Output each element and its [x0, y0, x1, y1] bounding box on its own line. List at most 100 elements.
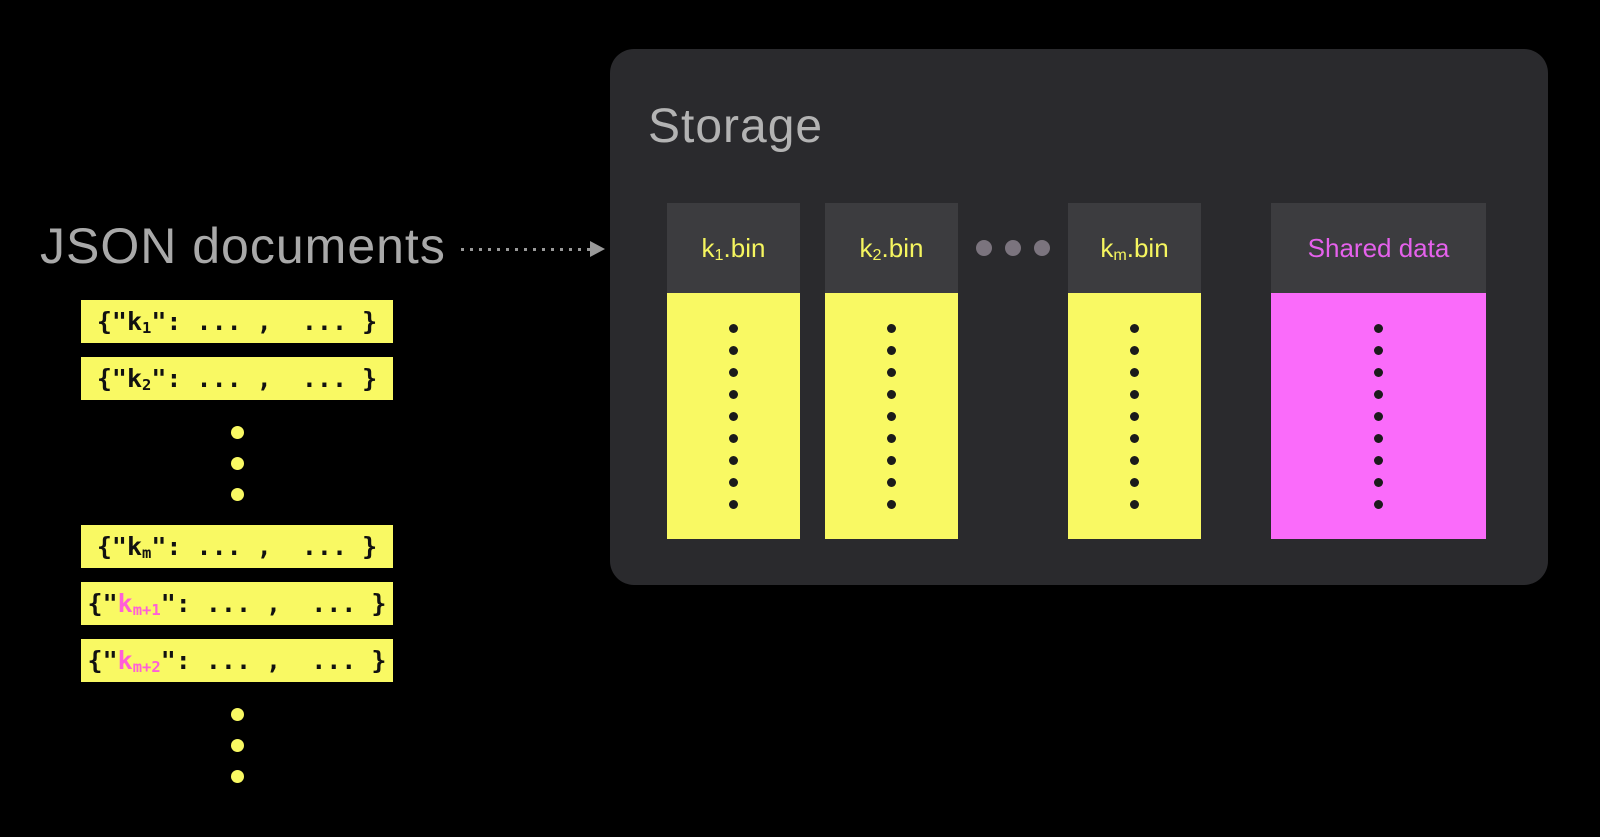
json-document-bar-km: {"km": ... , ... }: [81, 525, 393, 568]
bin-dot: [887, 499, 896, 509]
bin-dot: [729, 433, 738, 443]
bin-header: km.bin: [1068, 203, 1201, 293]
json-document-bar-k1: {"k1": ... , ... }: [81, 300, 393, 343]
doc-close: ": ... , ... }: [160, 589, 387, 618]
doc-key: km+2: [117, 646, 161, 676]
bin-dot: [887, 389, 896, 399]
doc-key: km: [126, 532, 152, 562]
json-documents-title: JSON documents: [40, 218, 446, 274]
bin-label: Shared data: [1307, 232, 1450, 263]
doc-code: {"km+1": ... , ... }: [88, 589, 387, 618]
bin-dot: [729, 345, 738, 355]
doc-open-brace: {": [96, 307, 127, 336]
ellipsis-dot: [230, 457, 244, 470]
bin-label-subscript: 1: [714, 245, 724, 264]
bin-dot: [1130, 323, 1139, 333]
bin-dot: [1130, 455, 1139, 465]
bin-dot: [729, 367, 738, 377]
bin-dot: [1130, 345, 1139, 355]
doc-key-subscript: m+1: [132, 600, 161, 619]
bin-header: k1.bin: [667, 203, 800, 293]
bin-dot: [1130, 433, 1139, 443]
doc-code: {"km": ... , ... }: [97, 532, 377, 561]
bin-body: [1271, 293, 1486, 539]
doc-code: {"k1": ... , ... }: [97, 307, 377, 336]
storage-bins: k1.bin k2.bin km.bin Shared data: [610, 203, 1548, 539]
bin-dot: [887, 345, 896, 355]
storage-panel: Storage k1.bin k2.bin km.bin Shared data: [610, 49, 1548, 585]
vertical-ellipsis: [81, 708, 393, 783]
doc-key: km+1: [117, 589, 161, 619]
bin-body: [667, 293, 800, 539]
bin-dot: [1374, 323, 1383, 333]
storage-bin-km: km.bin: [1068, 203, 1201, 539]
doc-close: ": ... , ... }: [151, 532, 378, 561]
json-document-bar-k2: {"k2": ... , ... }: [81, 357, 393, 400]
bin-dot: [1130, 367, 1139, 377]
bin-dot: [887, 411, 896, 421]
ellipsis-dot: [230, 488, 244, 501]
bin-dot: [887, 455, 896, 465]
doc-key: k1: [126, 307, 152, 337]
doc-close: ": ... , ... }: [151, 307, 378, 336]
bin-dot: [887, 433, 896, 443]
doc-close: ": ... , ... }: [160, 646, 387, 675]
bin-dot: [887, 323, 896, 333]
bin-dot: [1374, 367, 1383, 377]
bin-dot: [1374, 499, 1383, 509]
bin-body: [825, 293, 958, 539]
ellipsis-dot: [230, 739, 244, 752]
ellipsis-dot: [1005, 240, 1021, 256]
doc-code: {"km+2": ... , ... }: [88, 646, 387, 675]
doc-key-subscript: 2: [142, 375, 152, 394]
storage-bin-k1: k1.bin: [667, 203, 800, 539]
bins-horizontal-ellipsis: [958, 203, 1068, 293]
bin-dot: [1374, 455, 1383, 465]
ellipsis-dot: [230, 708, 244, 721]
bin-dot: [1130, 389, 1139, 399]
doc-open-brace: {": [96, 364, 127, 393]
bin-label: k1.bin: [701, 232, 766, 264]
doc-code: {"k2": ... , ... }: [97, 364, 377, 393]
doc-open-brace: {": [87, 589, 118, 618]
bin-dot: [1374, 477, 1383, 487]
json-document-bar-km+1: {"km+1": ... , ... }: [81, 582, 393, 625]
bin-dot: [729, 455, 738, 465]
vertical-ellipsis: [81, 426, 393, 501]
bin-dot: [729, 411, 738, 421]
doc-open-brace: {": [87, 646, 118, 675]
ellipsis-dot: [230, 770, 244, 783]
doc-key-subscript: m: [142, 543, 152, 562]
bin-dot: [887, 367, 896, 377]
storage-bin-shared-data: Shared data: [1271, 203, 1486, 539]
doc-key-subscript: 1: [142, 318, 152, 337]
arrow-head-icon: [590, 241, 605, 257]
bin-header: k2.bin: [825, 203, 958, 293]
bin-dot: [1374, 433, 1383, 443]
storage-title: Storage: [648, 100, 824, 153]
ellipsis-dot: [976, 240, 992, 256]
bin-label: k2.bin: [859, 232, 924, 264]
json-documents-list: {"k1": ... , ... }{"k2": ... , ... }{"km…: [81, 300, 393, 807]
arrow-line: [461, 248, 591, 251]
doc-open-brace: {": [96, 532, 127, 561]
bin-dot: [1374, 345, 1383, 355]
json-document-bar-km+2: {"km+2": ... , ... }: [81, 639, 393, 682]
doc-key-subscript: m+2: [132, 657, 161, 676]
bin-dot: [887, 477, 896, 487]
bin-label-subscript: 2: [872, 245, 882, 264]
doc-key: k2: [126, 364, 152, 394]
bin-dot: [729, 323, 738, 333]
bin-dot: [1130, 499, 1139, 509]
ellipsis-dot: [1034, 240, 1050, 256]
bin-dot: [729, 499, 738, 509]
bin-dot: [729, 477, 738, 487]
bin-dot: [1130, 411, 1139, 421]
bin-dot: [729, 389, 738, 399]
doc-close: ": ... , ... }: [151, 364, 378, 393]
bin-dot: [1374, 389, 1383, 399]
storage-bin-k2: k2.bin: [825, 203, 958, 539]
bin-body: [1068, 293, 1201, 539]
bin-label: km.bin: [1100, 232, 1169, 264]
